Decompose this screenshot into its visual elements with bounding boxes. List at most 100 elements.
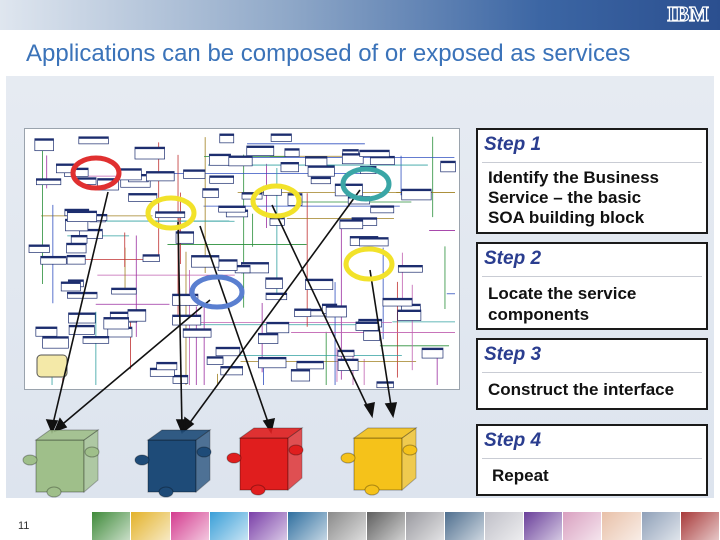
diagram-component-header — [135, 147, 165, 149]
diagram-component-header — [281, 162, 299, 164]
diagram-component-header — [361, 166, 377, 168]
diagram-component-header — [203, 189, 219, 191]
diagram-component-header — [67, 292, 97, 294]
footer-image-tile — [524, 512, 563, 540]
step-1-divider — [482, 162, 702, 163]
diagram-component-header — [218, 260, 237, 262]
diagram-component-header — [398, 265, 422, 267]
diagram-component-header — [229, 156, 252, 158]
diagram-component-header — [36, 327, 57, 329]
footer-image-tile — [249, 512, 288, 540]
step-2-line-1: Locate the service — [488, 284, 636, 304]
diagram-component-header — [305, 279, 332, 281]
step-2-title: Step 2 — [484, 248, 541, 270]
footer-image-tile — [92, 512, 131, 540]
diagram-component-header — [173, 375, 188, 377]
diagram-component-header — [348, 196, 369, 198]
step-2-line-2: components — [488, 305, 589, 325]
step-2-box: Step 2 Locate the service components — [476, 242, 708, 330]
step-1-box: Step 1 Identify the Business Service – t… — [476, 128, 708, 234]
diagram-component-header — [335, 184, 362, 186]
step-1-line-1: Identify the Business — [488, 168, 659, 188]
step-4-divider — [482, 458, 702, 459]
header-bar: IBM — [0, 0, 720, 30]
diagram-component-header — [422, 348, 443, 350]
ibm-logo: IBM — [664, 3, 712, 25]
diagram-component-header — [112, 288, 137, 290]
footer-image-tile — [367, 512, 406, 540]
diagram-component-header — [371, 206, 394, 208]
diagram-component-header — [338, 350, 354, 352]
diagram-component-header — [402, 189, 431, 191]
diagram-component-header — [326, 306, 346, 308]
step-1-title: Step 1 — [484, 134, 541, 156]
diagram-component-header — [258, 333, 278, 335]
footer-image-strip — [92, 512, 720, 540]
diagram-component-header — [343, 149, 359, 151]
diagram-component-header — [128, 309, 146, 311]
diagram-component-header — [36, 179, 60, 181]
footer-image-tile — [445, 512, 484, 540]
footer-image-tile — [171, 512, 210, 540]
diagram-component-header — [377, 382, 394, 384]
footer-image-tile — [328, 512, 367, 540]
footer-image-tile — [602, 512, 641, 540]
diagram-component-header — [441, 161, 456, 163]
diagram-component-header — [35, 139, 54, 141]
diagram-component-header — [220, 134, 234, 136]
diagram-component-header — [67, 211, 96, 213]
diagram-component-header — [356, 322, 378, 324]
database-icon — [37, 355, 67, 377]
footer-image-tile — [681, 512, 720, 540]
diagram-component-header — [340, 220, 363, 222]
diagram-component-header — [311, 177, 330, 179]
diagram-component-header — [143, 255, 159, 257]
diagram-component-header — [184, 170, 206, 172]
diagram-component-header — [98, 179, 119, 181]
ibm-logo-text: IBM — [667, 3, 709, 25]
diagram-component-header — [207, 357, 223, 359]
diagram-component-header — [291, 369, 309, 371]
diagram-component-header — [285, 149, 299, 151]
application-architecture-diagram — [24, 128, 460, 390]
diagram-component-header — [173, 294, 198, 296]
diagram-component-header — [209, 154, 230, 156]
step-3-line-1: Construct the interface — [488, 380, 674, 400]
diagram-component-header — [129, 193, 157, 195]
diagram-component-header — [79, 137, 109, 139]
diagram-component-header — [267, 322, 289, 324]
diagram-component-header — [270, 217, 284, 219]
diagram-component-header — [258, 357, 286, 359]
diagram-component-header — [176, 232, 194, 234]
step-1-line-2: Service – the basic — [488, 188, 641, 208]
footer-image-tile — [210, 512, 249, 540]
footer-image-tile — [406, 512, 445, 540]
diagram-component-header — [43, 337, 69, 339]
footer-image-tile — [288, 512, 327, 540]
step-3-box: Step 3 Construct the interface — [476, 338, 708, 410]
page-number: 11 — [18, 520, 29, 532]
diagram-component-header — [219, 206, 246, 208]
diagram-component-header — [242, 193, 262, 195]
diagram-component-header — [359, 238, 388, 240]
diagram-component-header — [191, 255, 218, 257]
diagram-component-header — [67, 255, 85, 257]
footer-image-tile — [131, 512, 170, 540]
diagram-component-header — [271, 134, 291, 136]
diagram-component-header — [183, 329, 211, 331]
diagram-component-header — [146, 171, 174, 173]
footer-image-tile — [485, 512, 524, 540]
diagram-component-header — [264, 186, 282, 188]
step-2-divider — [482, 276, 702, 277]
diagram-component-header — [156, 212, 185, 214]
diagram-component-header — [173, 315, 201, 317]
footer-bar: 11 — [0, 512, 720, 540]
diagram-component-header — [83, 336, 109, 338]
diagram-component-header — [247, 146, 274, 148]
step-3-divider — [482, 372, 702, 373]
diagram-component-header — [266, 278, 283, 280]
step-1-line-3: SOA building block — [488, 208, 644, 228]
diagram-component-header — [77, 178, 96, 180]
diagram-component-header — [360, 150, 390, 152]
diagram-component-header — [29, 245, 49, 247]
